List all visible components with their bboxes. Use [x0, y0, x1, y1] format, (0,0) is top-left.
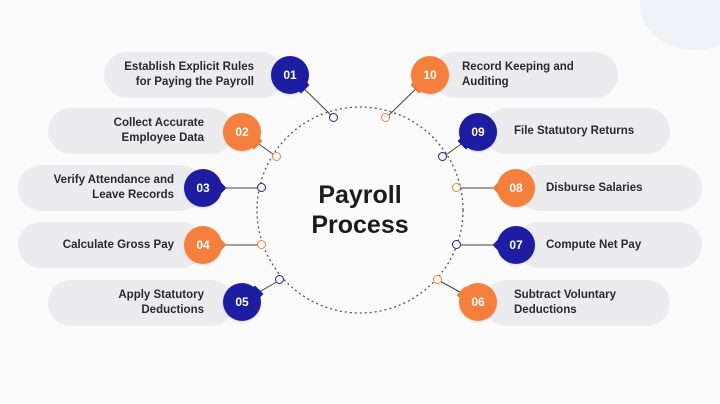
step-06-label-line-2: Deductions	[514, 304, 577, 316]
step-02-label-line-1: Collect Accurate	[113, 117, 204, 129]
connector-dot-04	[257, 240, 266, 249]
central-ring	[256, 106, 464, 314]
step-03-label-line-1: Verify Attendance and	[53, 174, 174, 186]
step-01-card: Establish Explicit Rules for Paying the P…	[104, 52, 284, 98]
step-03-badge: 03	[184, 169, 222, 207]
step-03-label-line-2: Leave Records	[92, 189, 174, 201]
connector-dot-08	[452, 183, 461, 192]
step-02-badge: 02	[223, 113, 261, 151]
step-01-badge: 01	[271, 56, 309, 94]
connector-dot-05	[275, 275, 284, 284]
step-09-card: File Statutory Returns	[484, 108, 670, 154]
step-10-label-line-2: Auditing	[462, 76, 509, 88]
step-01-label-line-1: Establish Explicit Rules	[124, 61, 254, 73]
step-08-label-line-1: Disburse Salaries	[546, 181, 643, 194]
step-10-badge: 10	[411, 56, 449, 94]
step-10-label-line-1: Record Keeping and	[462, 61, 574, 73]
title-line-1: Payroll	[318, 181, 402, 209]
step-08-card: Disburse Salaries	[516, 165, 702, 211]
step-05-label-line-2: Deductions	[141, 304, 204, 316]
connector-dot-01	[329, 113, 338, 122]
connector-dot-07	[452, 240, 461, 249]
connector-dot-09	[438, 152, 447, 161]
connector-dot-06	[433, 275, 442, 284]
step-07-card: Compute Net Pay	[516, 222, 702, 268]
diagram-title: Payroll Process	[290, 180, 430, 240]
step-06-badge: 06	[459, 283, 497, 321]
step-04-label-line-1: Calculate Gross Pay	[62, 238, 174, 251]
step-09-label-line-1: File Statutory Returns	[514, 124, 635, 137]
step-05-badge: 05	[223, 283, 261, 321]
title-line-2: Process	[311, 211, 409, 239]
step-02-label-line-2: Employee Data	[121, 132, 204, 144]
connector-dot-02	[272, 152, 281, 161]
step-07-label-line-1: Compute Net Pay	[546, 238, 642, 251]
step-08-badge: 08	[497, 169, 535, 207]
step-06-label-line-1: Subtract Voluntary	[514, 289, 617, 301]
connector-dot-10	[381, 113, 390, 122]
step-04-badge: 04	[184, 226, 222, 264]
step-04-card: Calculate Gross Pay	[18, 222, 204, 268]
step-01-label-line-2: for Paying the Payroll	[135, 76, 254, 88]
connector-dot-03	[257, 183, 266, 192]
step-09-badge: 09	[459, 113, 497, 151]
step-07-badge: 07	[497, 226, 535, 264]
step-05-label-line-1: Apply Statutory	[118, 289, 204, 301]
